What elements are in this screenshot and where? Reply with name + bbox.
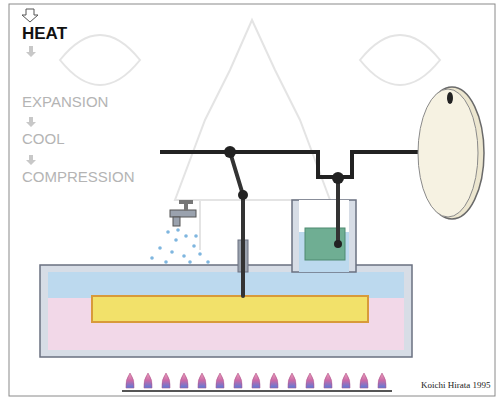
water-drop xyxy=(194,234,198,238)
water-drops xyxy=(150,228,210,264)
water-drop xyxy=(158,246,162,250)
flame xyxy=(216,373,224,388)
credit-note: Koichi Hirata 1995 xyxy=(421,381,490,391)
frame-border xyxy=(9,4,495,396)
flame xyxy=(378,373,386,388)
crank-pins xyxy=(224,146,344,248)
crankshaft xyxy=(160,152,420,177)
connecting-rods xyxy=(230,152,338,296)
cycle-step: EXPANSION xyxy=(22,94,108,111)
water-drop xyxy=(184,234,188,238)
water-drop xyxy=(170,250,174,254)
flame xyxy=(306,373,314,388)
water-drop xyxy=(176,228,180,232)
water-drop xyxy=(182,254,186,258)
cycle-step: COOL xyxy=(22,131,65,148)
flame xyxy=(360,373,368,388)
water-drop xyxy=(150,256,154,260)
power-cylinder xyxy=(292,200,356,272)
water-drop xyxy=(164,260,168,264)
flame xyxy=(324,373,332,388)
water-drop xyxy=(206,260,210,264)
cycle-arrow xyxy=(22,9,38,22)
flame xyxy=(126,373,134,388)
water-tap xyxy=(170,200,196,226)
flame xyxy=(198,373,206,388)
cycle-step: COMPRESSION xyxy=(22,169,135,186)
flame xyxy=(270,373,278,388)
flame xyxy=(288,373,296,388)
flame xyxy=(234,373,242,388)
water-drop xyxy=(188,260,192,264)
flame xyxy=(252,373,260,388)
cycle-step-current: HEAT xyxy=(22,25,67,44)
flame xyxy=(342,373,350,388)
water-drop xyxy=(192,244,196,248)
flywheel xyxy=(418,87,484,219)
engine-housing xyxy=(40,265,412,357)
burner-flames xyxy=(126,373,386,388)
water-drop xyxy=(166,230,170,234)
water-drop xyxy=(174,238,178,242)
burner xyxy=(122,390,392,392)
cold-space xyxy=(48,272,404,298)
flame xyxy=(180,373,188,388)
flame xyxy=(162,373,170,388)
flame xyxy=(144,373,152,388)
water-drop xyxy=(198,252,202,256)
displacer xyxy=(92,296,368,322)
